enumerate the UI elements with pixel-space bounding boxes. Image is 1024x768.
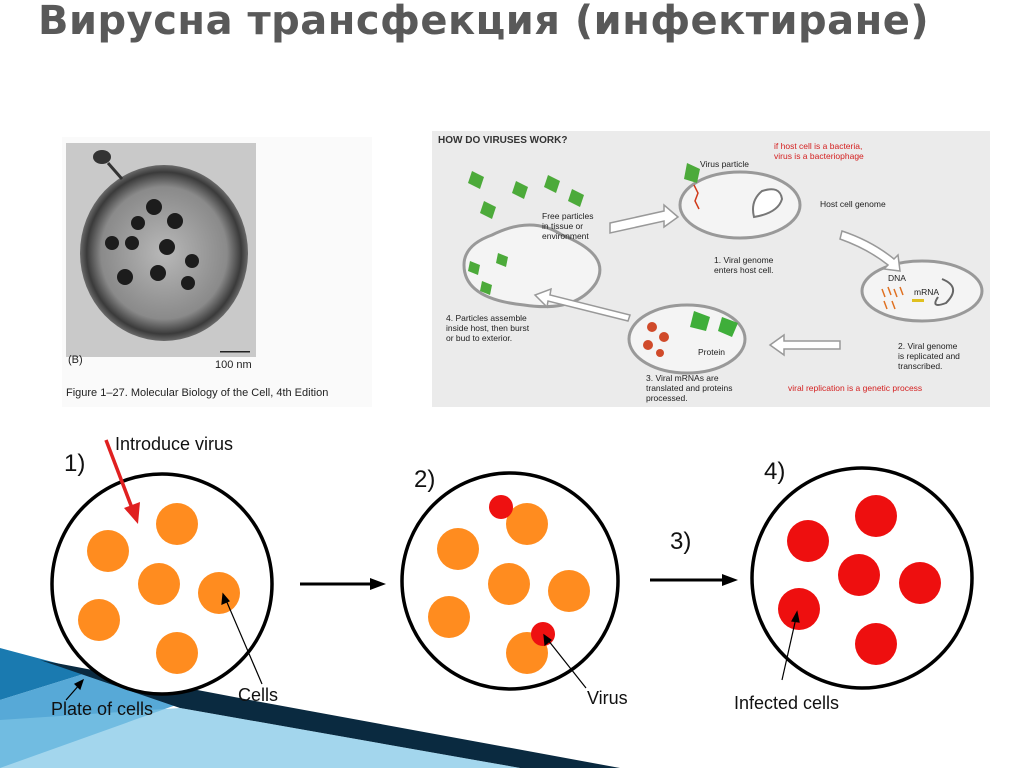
virus-particle-label: Virus particle	[700, 159, 749, 169]
free-particles-label: Free particles in tissue or environment	[542, 211, 594, 241]
infected-cell	[787, 520, 829, 562]
micrograph-scale-label: 100 nm	[215, 359, 252, 371]
infected-cell	[838, 554, 880, 596]
cell	[506, 503, 548, 545]
cell	[506, 632, 548, 674]
cell	[156, 503, 198, 545]
cell	[138, 563, 180, 605]
step4-caption: 4. Particles assemble inside host, then …	[446, 313, 530, 343]
host-cell-1	[678, 170, 802, 240]
bacteriophage-note: if host cell is a bacteria, virus is a b…	[774, 141, 864, 161]
step-4-label: 4)	[764, 458, 786, 485]
virus-label: Virus	[587, 688, 628, 708]
plate-1	[50, 472, 274, 696]
infected-cell	[855, 495, 897, 537]
cell	[488, 563, 530, 605]
micrograph-panel-letter: (B)	[68, 354, 83, 366]
how-viruses-work-figure: HOW DO VIRUSES WORK? if host cell is a b…	[432, 131, 990, 407]
swoosh-blue	[0, 648, 90, 700]
step2-caption: 2. Viral genome is replicated and transc…	[898, 341, 960, 371]
infected-cells	[778, 495, 941, 665]
infected-cells-label: Infected cells	[734, 693, 840, 713]
slide-title: Вирусна трансфекция (инфектиране)	[38, 0, 930, 44]
viral-panel-heading: HOW DO VIRUSES WORK?	[438, 135, 568, 146]
plate-1-cells	[78, 503, 240, 674]
scale-bar	[220, 351, 250, 353]
free-virus-particles	[468, 171, 584, 219]
cell	[78, 599, 120, 641]
plate-2	[400, 471, 620, 691]
cell	[87, 530, 129, 572]
virus-particle-icon	[684, 163, 700, 183]
genetic-process-note: viral replication is a genetic process	[788, 383, 923, 393]
step-1-label: 1)	[64, 450, 86, 477]
protein-label: Protein	[698, 347, 725, 357]
cell	[428, 596, 470, 638]
dna-label: DNA	[888, 273, 906, 283]
step1-caption: 1. Viral genome enters host cell.	[714, 255, 774, 275]
introduce-virus-label: Introduce virus	[115, 434, 234, 454]
micrograph-image	[66, 143, 256, 357]
cell	[156, 632, 198, 674]
process-arrow-3	[650, 574, 738, 586]
step3-caption: 3. Viral mRNAs are translated and protei…	[646, 373, 733, 403]
cell	[548, 570, 590, 612]
cell	[198, 572, 240, 614]
virus-particle	[531, 622, 555, 646]
viral-particles-in-cell	[105, 199, 199, 290]
host-cell-2	[860, 259, 984, 323]
micrograph-caption: Figure 1–27. Molecular Biology of the Ce…	[66, 387, 329, 399]
virus-particle	[489, 495, 513, 519]
electron-micrograph	[62, 137, 372, 407]
plate-of-cells-label: Plate of cells	[51, 699, 154, 719]
cells-label: Cells	[238, 685, 279, 705]
infected-cell	[855, 623, 897, 665]
step-3-label: 3)	[670, 528, 692, 555]
infected-cell	[778, 588, 820, 630]
host-cell-3	[627, 303, 747, 375]
step-2-label: 2)	[414, 466, 436, 493]
mrna-label: mRNA	[914, 287, 940, 297]
cell	[437, 528, 479, 570]
viral-cycle-illustration	[462, 163, 984, 375]
infected-cell	[899, 562, 941, 604]
plate-4	[750, 466, 974, 690]
attached-phage	[93, 150, 111, 164]
host-genome-label: Host cell genome	[820, 199, 886, 209]
process-arrow-1	[300, 578, 386, 590]
cycle-arrows	[533, 203, 901, 357]
pointer-lines	[65, 592, 800, 701]
plate-2-cells	[428, 503, 590, 674]
